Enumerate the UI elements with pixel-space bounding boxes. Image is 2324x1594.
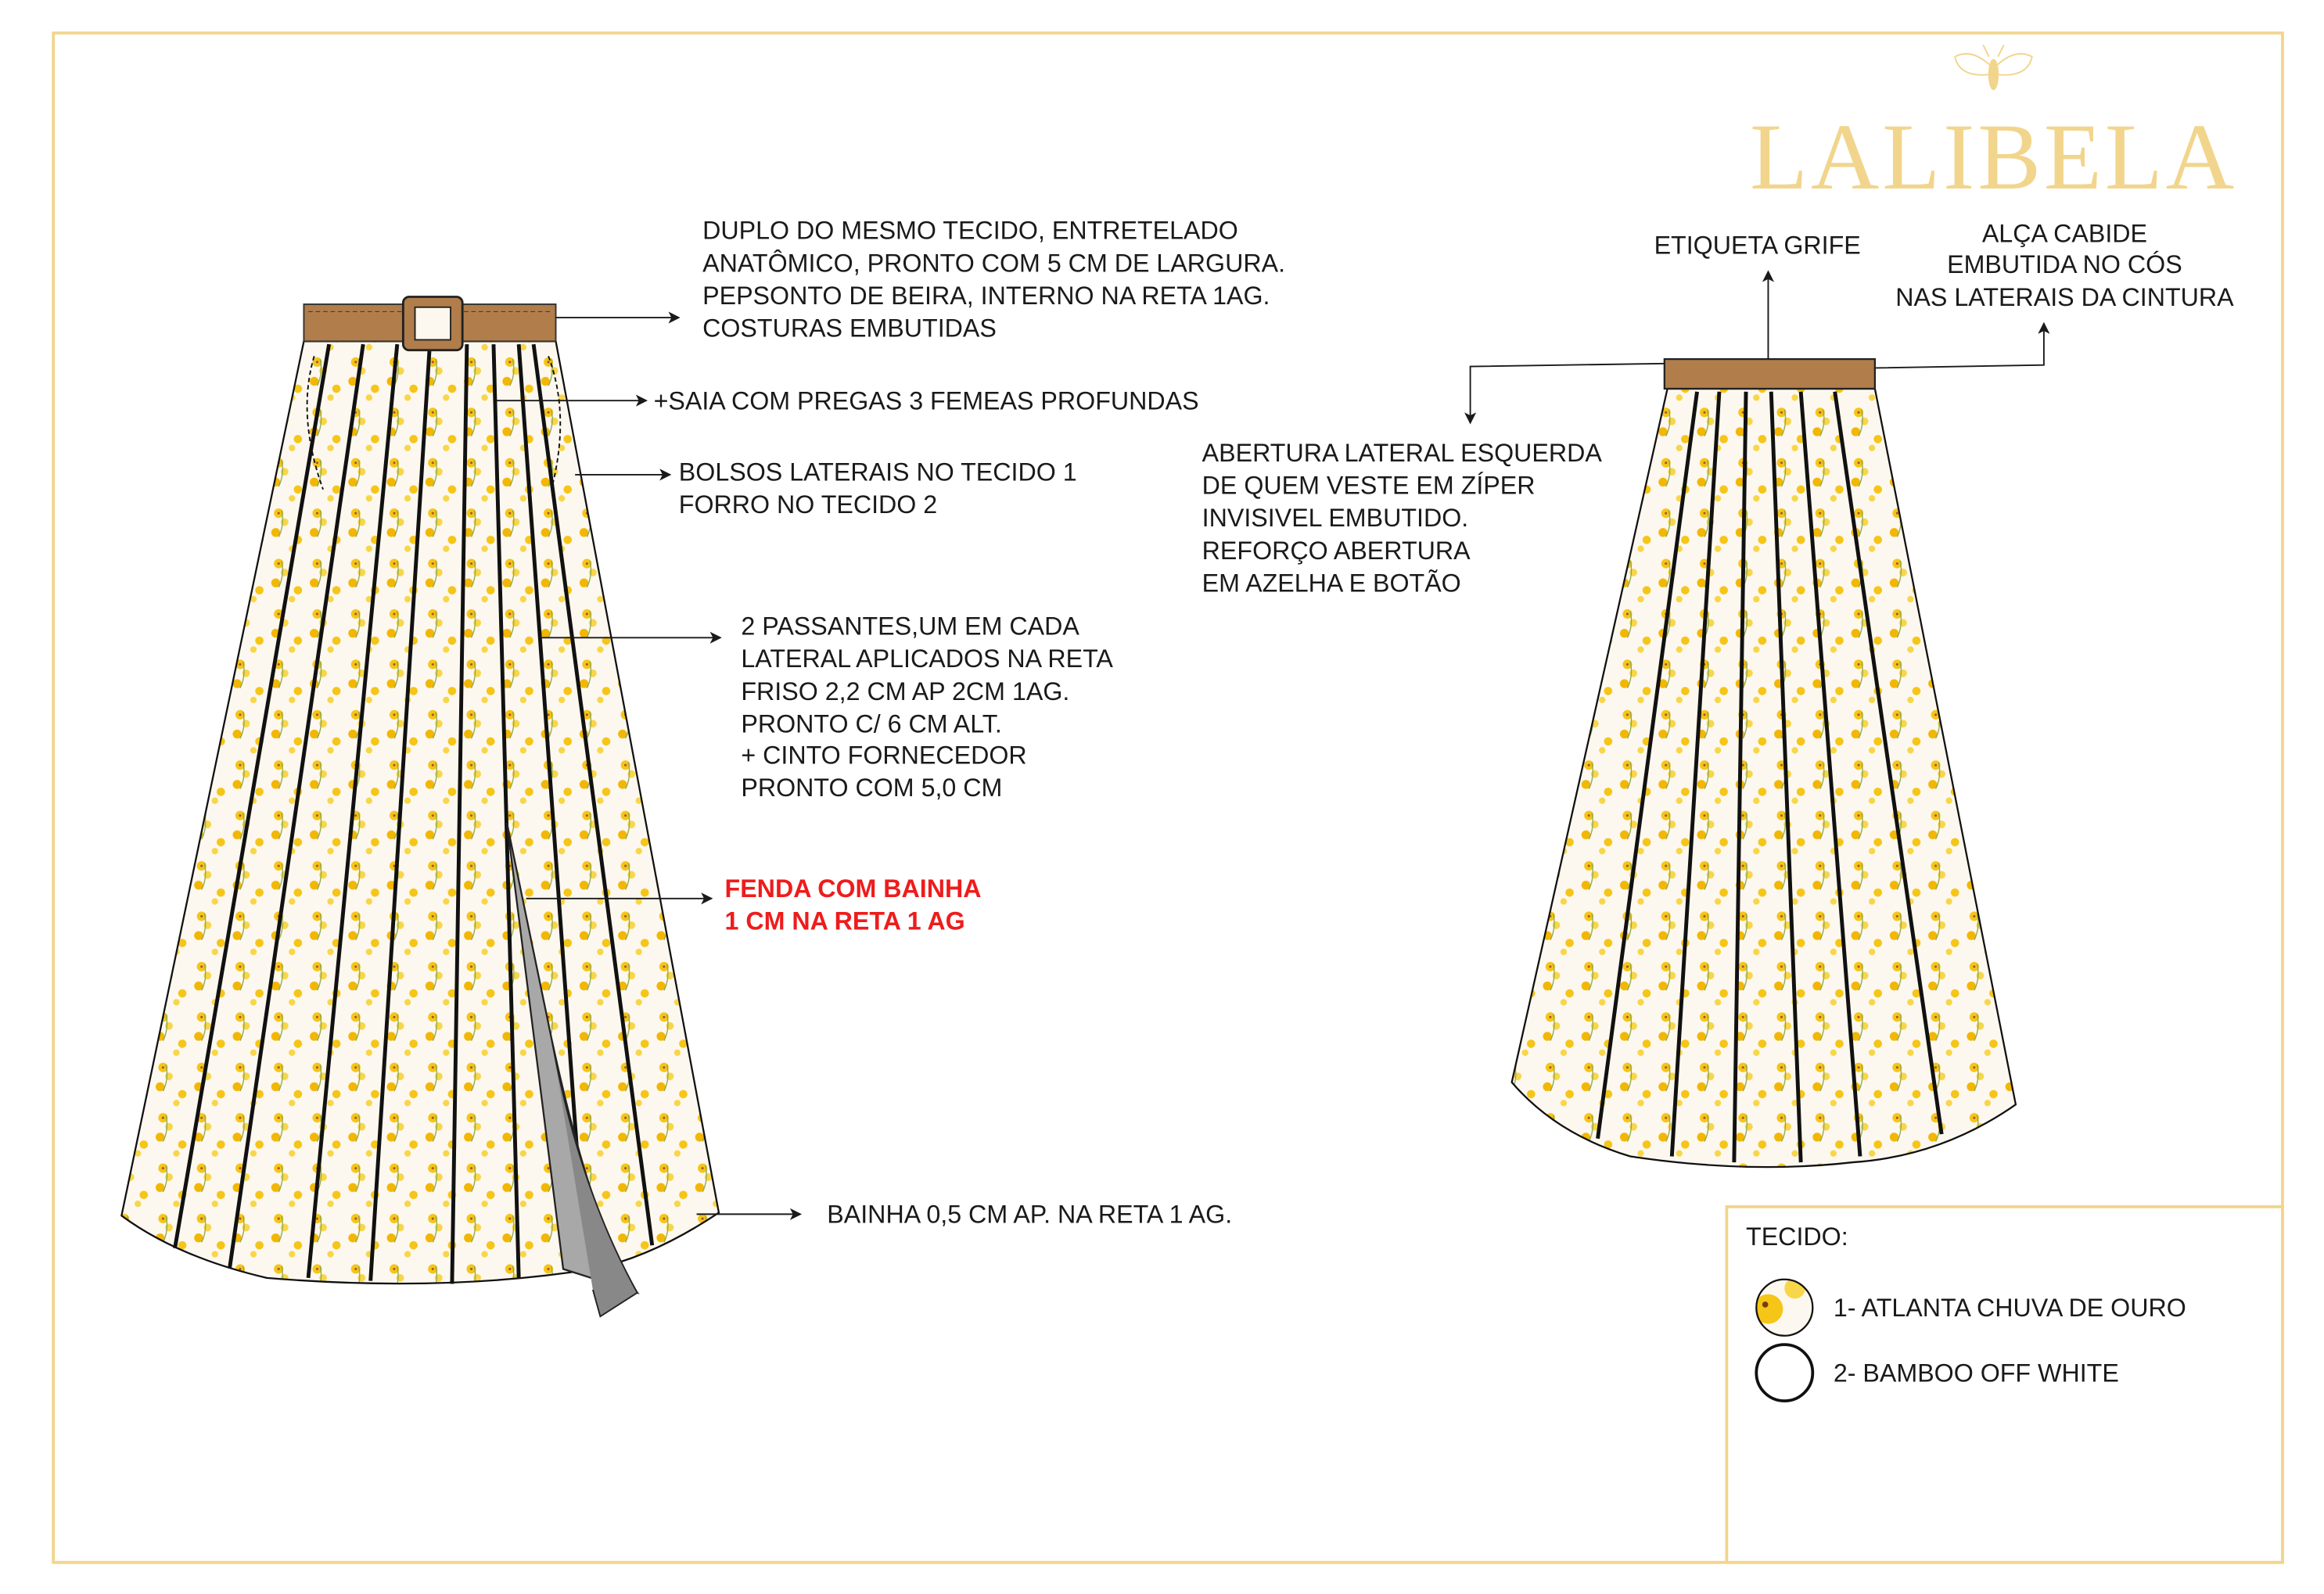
fabric-swatch-floral [1756, 1279, 1813, 1336]
pockets-note: BOLSOS LATERAIS NO TECIDO 1 FORRO NO TEC… [679, 458, 1077, 519]
svg-text:INVISIVEL EMBUTIDO.: INVISIVEL EMBUTIDO. [1202, 504, 1469, 532]
slit-note: FENDA COM BAINHA 1 CM NA RETA 1 AG [725, 874, 982, 935]
fabric-legend-title: TECIDO: [1746, 1222, 1848, 1251]
svg-text:PRONTO COM 5,0 CM: PRONTO COM 5,0 CM [741, 774, 1002, 802]
loops-note: 2 PASSANTES,UM EM CADA LATERAL APLICADOS… [741, 612, 1113, 802]
opening-note: ABERTURA LATERAL ESQUERDA DE QUEM VESTE … [1202, 439, 1603, 598]
svg-text:FRISO 2,2 CM AP 2CM 1AG.: FRISO 2,2 CM AP 2CM 1AG. [741, 677, 1069, 705]
svg-text:BOLSOS LATERAIS NO TECIDO 1: BOLSOS LATERAIS NO TECIDO 1 [679, 458, 1077, 486]
svg-text:DE QUEM VESTE EM ZÍPER: DE QUEM VESTE EM ZÍPER [1202, 472, 1536, 500]
back-skirt-drawing [1510, 357, 2017, 1169]
fabric-item-2: 2- BAMBOO OFF WHITE [1834, 1359, 2119, 1387]
svg-text:FORRO NO TECIDO 2: FORRO NO TECIDO 2 [679, 490, 937, 519]
page-frame [52, 31, 2284, 1564]
fabric-item-1: 1- ATLANTA CHUVA DE OURO [1834, 1294, 2186, 1322]
svg-text:DUPLO DO MESMO TECIDO, ENTRETE: DUPLO DO MESMO TECIDO, ENTRETELADO [702, 217, 1238, 245]
back-waistband [1663, 357, 1877, 390]
svg-text:FENDA COM BAINHA: FENDA COM BAINHA [725, 874, 982, 903]
svg-text:2 PASSANTES,UM EM CADA: 2 PASSANTES,UM EM CADA [741, 612, 1079, 641]
svg-text:PRONTO C/ 6 CM ALT.: PRONTO C/ 6 CM ALT. [741, 710, 1001, 738]
svg-text:1 CM NA RETA 1 AG: 1 CM NA RETA 1 AG [725, 907, 965, 935]
svg-text:REFORÇO ABERTURA: REFORÇO ABERTURA [1202, 537, 1471, 565]
hanger-loop-note: ALÇA CABIDE EMBUTIDA NO CÓS NAS LATERAIS… [1895, 219, 2234, 311]
svg-text:ANATÔMICO, PRONTO COM 5 CM DE: ANATÔMICO, PRONTO COM 5 CM DE LARGURA. [702, 249, 1285, 277]
svg-text:PEPSONTO DE BEIRA, INTERNO NA: PEPSONTO DE BEIRA, INTERNO NA RETA 1AG. [702, 282, 1270, 310]
waistband-note: DUPLO DO MESMO TECIDO, ENTRETELADO ANATÔ… [702, 217, 1285, 343]
svg-text:ABERTURA LATERAL ESQUERDA: ABERTURA LATERAL ESQUERDA [1202, 439, 1603, 467]
hem-note: BAINHA 0,5 CM AP. NA RETA 1 AG. [827, 1201, 1232, 1229]
brand-logo: LALIBELA [1750, 105, 2237, 210]
svg-text:NAS LATERAIS DA CINTURA: NAS LATERAIS DA CINTURA [1895, 283, 2234, 311]
svg-text:COSTURAS EMBUTIDAS: COSTURAS EMBUTIDAS [702, 314, 997, 343]
label-note: ETIQUETA GRIFE [1654, 232, 1861, 260]
fabric-swatch-plain [1755, 1343, 1815, 1403]
callout-arrows [496, 270, 2050, 1220]
svg-text:LATERAL APLICADOS NA RETA: LATERAL APLICADOS NA RETA [741, 644, 1113, 673]
svg-text:EM AZELHA E BOTÃO: EM AZELHA E BOTÃO [1202, 569, 1461, 598]
bee-icon [1954, 44, 2033, 91]
svg-text:+ CINTO FORNECEDOR: + CINTO FORNECEDOR [741, 741, 1026, 769]
svg-text:ALÇA CABIDE: ALÇA CABIDE [1982, 219, 2147, 247]
pleats-note: +SAIA COM PREGAS 3 FEMEAS PROFUNDAS [654, 387, 1199, 415]
fabric-legend: TECIDO: 1- ATLANTA CHUVA DE OURO 2- BAMB… [1725, 1205, 2284, 1564]
svg-text:EMBUTIDA NO CÓS: EMBUTIDA NO CÓS [1947, 250, 2182, 278]
front-skirt-drawing [120, 296, 720, 1318]
